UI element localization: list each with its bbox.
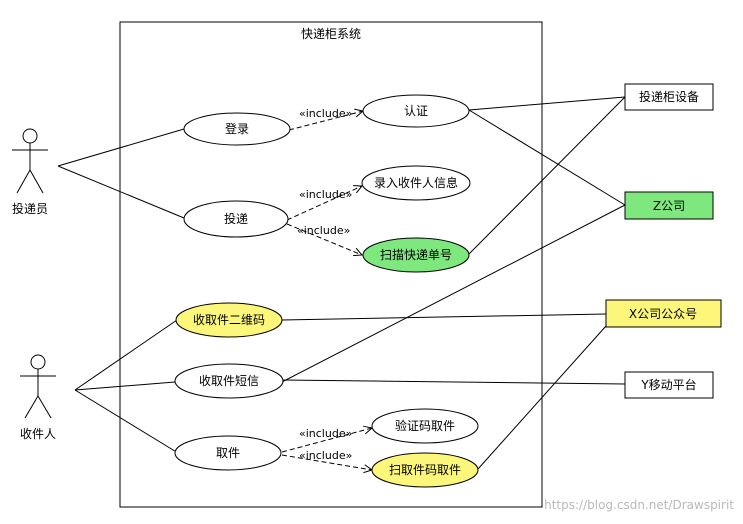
actor-courier-label: 投递员 (12, 201, 48, 216)
assoc-courier-deliver (57, 165, 185, 219)
external-company-x-account-label: X公司公众号 (629, 307, 697, 321)
actor-recipient (20, 354, 56, 419)
external-y-platform[interactable]: Y移动平台 (624, 371, 714, 399)
usecase-deliver[interactable]: 投递 (183, 200, 289, 238)
usecase-scan-tracking-label: 扫描快递单号 (380, 248, 452, 262)
actor-courier (12, 128, 48, 194)
usecase-pickup[interactable]: 取件 (174, 435, 282, 471)
include-deliver-scan (286, 223, 362, 255)
include-login-auth (288, 111, 363, 131)
usecase-scan-tracking[interactable]: 扫描快递单号 (362, 237, 470, 273)
external-company-x-account[interactable]: X公司公众号 (605, 299, 722, 328)
usecase-auth[interactable]: 认证 (362, 94, 470, 128)
usecase-auth-label: 认证 (404, 104, 428, 118)
external-y-platform-label: Y移动平台 (640, 377, 696, 392)
external-locker-device[interactable]: 投递柜设备 (624, 83, 714, 111)
usecase-qr-code-label: 收取件二维码 (193, 313, 265, 327)
usecase-login-label: 登录 (225, 121, 249, 136)
usecase-qr-code[interactable]: 收取件二维码 (175, 302, 283, 338)
usecase-sms-label: 收取件短信 (199, 374, 259, 388)
assoc-courier-login (57, 128, 185, 167)
external-locker-device-label: 投递柜设备 (639, 89, 699, 104)
usecase-scan-pickup-label: 扫取件码取件 (389, 463, 461, 477)
usecase-enter-info[interactable]: 录入收件人信息 (361, 165, 471, 201)
include-pickup-scanpickup (281, 454, 372, 470)
usecase-deliver-label: 投递 (224, 211, 248, 226)
watermark: https://blog.csdn.net/Drawspirit (544, 498, 734, 512)
associations (57, 96, 626, 470)
assoc-scan-device (467, 96, 626, 256)
usecase-pickup-label: 取件 (216, 446, 240, 460)
assoc-qrcode-x (281, 313, 607, 321)
assoc-auth-device (468, 96, 626, 111)
include-label-1: «include» (299, 107, 352, 120)
assoc-recipient-qrcode (74, 319, 178, 391)
system-title: 快递柜系统 (301, 27, 361, 41)
include-label-2: «include» (299, 188, 352, 201)
include-label-3: «include» (297, 224, 350, 237)
external-company-z-label: Z公司 (653, 199, 685, 213)
include-label-5: «include» (299, 449, 352, 462)
usecase-enter-info-label: 录入收件人信息 (374, 175, 458, 190)
include-label-4: «include» (299, 427, 352, 440)
assoc-auth-z (468, 109, 626, 206)
actor-recipient-label: 收件人 (20, 427, 56, 441)
usecase-login[interactable]: 登录 (183, 112, 291, 146)
usecase-code-pickup-label: 验证码取件 (395, 418, 455, 433)
system-boundary (119, 21, 543, 508)
usecase-code-pickup[interactable]: 验证码取件 (371, 408, 479, 444)
assoc-sms-y (281, 379, 626, 385)
include-deliver-enterinfo (286, 186, 362, 221)
assoc-sms-z (281, 204, 626, 383)
usecase-scan-pickup[interactable]: 扫取件码取件 (371, 452, 479, 488)
assoc-scanpickup-x (477, 325, 607, 470)
usecase-sms[interactable]: 收取件短信 (174, 363, 284, 399)
assoc-recipient-sms (74, 381, 176, 391)
include-dependencies (281, 111, 372, 470)
assoc-recipient-pickup (74, 389, 179, 454)
external-company-z[interactable]: Z公司 (624, 191, 714, 220)
